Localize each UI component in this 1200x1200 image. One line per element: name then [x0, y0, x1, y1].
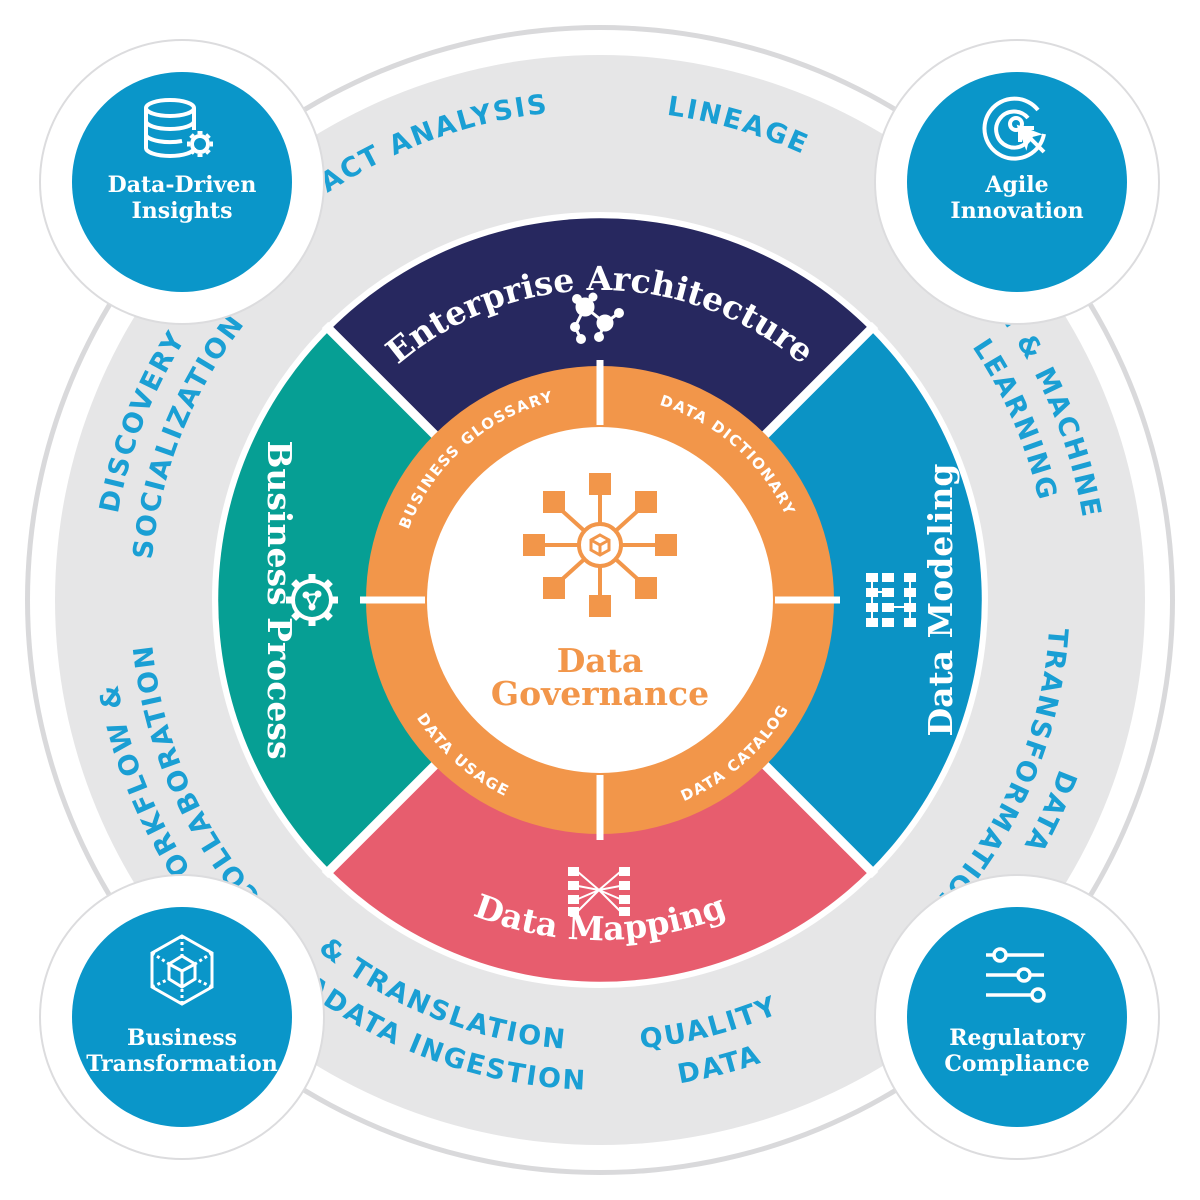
corner-regulatory-compliance: Regulatory Compliance	[874, 874, 1160, 1160]
center-title-line2: Governance	[491, 674, 709, 713]
center-title-line1: Data	[557, 641, 644, 680]
corner-agile-innovation: Agile Innovation	[874, 39, 1160, 325]
corner-label-line1: Business	[127, 1025, 237, 1051]
corner-business-transformation: Business Transformation	[39, 874, 325, 1160]
corner-label-line2: Innovation	[950, 198, 1083, 224]
corner-label-line1: Regulatory	[949, 1025, 1086, 1051]
corner-label-line2: Insights	[132, 198, 233, 224]
corner-label-line2: Transformation	[86, 1051, 277, 1077]
target-cursor-icon	[982, 96, 1046, 161]
data-mapping-fan-icon	[568, 867, 630, 916]
sliders-icon	[986, 947, 1046, 1003]
corner-label-line2: Compliance	[944, 1051, 1089, 1077]
corner-label-line1: Data-Driven	[108, 172, 257, 198]
database-gear-icon	[144, 98, 213, 158]
molecule-icon	[570, 292, 624, 344]
corner-label-line1: Agile	[984, 172, 1048, 198]
process-gear-icon	[286, 574, 338, 626]
data-modeling-vertical-label: Data Modeling	[921, 464, 960, 737]
network-hub-icon	[523, 473, 677, 617]
data-model-grid-icon	[866, 573, 916, 627]
cube-icon	[150, 934, 214, 1006]
corner-data-driven-insights: Data-Driven Insights	[39, 39, 325, 325]
